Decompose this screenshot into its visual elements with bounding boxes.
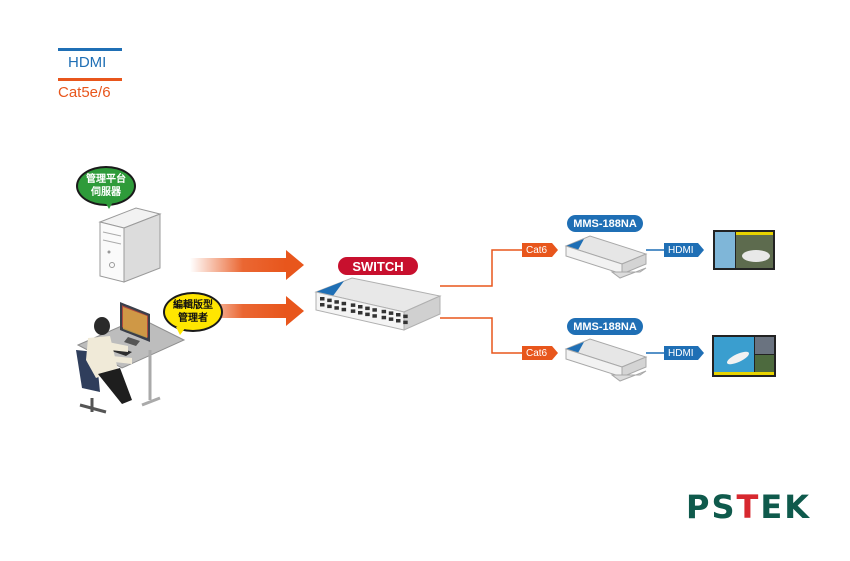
hdmi-tag-1: HDMI (664, 243, 698, 257)
logo-part-ek: EK (760, 488, 811, 526)
switch-port (372, 308, 377, 312)
hdmi-tag-2-pointer (698, 346, 704, 360)
arrow-server-to-switch (190, 250, 304, 280)
legend-cat-label: Cat5e/6 (58, 84, 111, 101)
cat6-tag-2-pointer (552, 346, 558, 360)
switch-port (403, 320, 408, 325)
cat6-tag-2: Cat6 (522, 346, 552, 360)
switch-port (388, 311, 394, 315)
switch-port (341, 301, 347, 306)
switch-port (350, 303, 356, 307)
switch-port (334, 306, 339, 310)
switch-port (327, 298, 332, 303)
server-label-bubble: 管理平台伺服器 (76, 166, 136, 206)
player-label-1: MMS-188NA (567, 215, 643, 232)
logo-part-ps: PS (686, 488, 737, 526)
switch-port (396, 313, 401, 317)
switch-port (327, 304, 332, 309)
logo-part-t: T (736, 488, 761, 526)
player-label-2: MMS-188NA (567, 318, 643, 335)
server-tower-icon (98, 207, 162, 283)
switch-port (320, 297, 325, 301)
player-device-icon-1 (564, 235, 648, 279)
switch-port (365, 312, 370, 317)
switch-port (396, 319, 401, 323)
switch-port (388, 317, 394, 321)
display-screen-icon-1 (713, 230, 775, 270)
switch-port (358, 311, 363, 315)
switch-ports (320, 297, 408, 325)
switch-port (365, 306, 370, 311)
switch-port (358, 305, 363, 309)
pstek-logo: PSTEK (686, 488, 811, 526)
legend-hdmi-label: HDMI (68, 54, 107, 71)
switch-port (341, 307, 347, 312)
cat-line-lower (440, 317, 522, 354)
switch-port (320, 303, 325, 307)
server-bubble-tail (104, 200, 114, 209)
switch-port (381, 315, 387, 320)
hdmi-tag-2: HDMI (664, 346, 698, 360)
switch-port (350, 309, 356, 313)
switch-port (334, 300, 339, 304)
switch-port (381, 309, 387, 314)
switch-port (403, 314, 408, 319)
switch-port (372, 314, 377, 318)
operator-bubble-tail (176, 327, 186, 335)
server-label-line2: 伺服器 (91, 187, 121, 198)
cat6-tag-1: Cat6 (522, 243, 552, 257)
operator-workstation-icon (76, 302, 186, 414)
legend-cat-line (58, 78, 122, 81)
operator-label-line2: 管理者 (178, 313, 208, 324)
switch-label: SWITCH (338, 257, 418, 275)
display-screen-icon-2 (712, 335, 776, 377)
legend-hdmi-line (58, 48, 122, 51)
server-label-line1: 管理平台 (86, 174, 126, 185)
hdmi-tag-1-pointer (698, 243, 704, 257)
cat-line-upper (440, 249, 522, 287)
operator-label-line1: 編輯版型 (173, 300, 213, 311)
operator-label-bubble: 編輯版型管理者 (163, 292, 223, 332)
network-switch-icon (314, 277, 442, 331)
player-device-icon-2 (564, 338, 648, 382)
cat6-tag-1-pointer (552, 243, 558, 257)
